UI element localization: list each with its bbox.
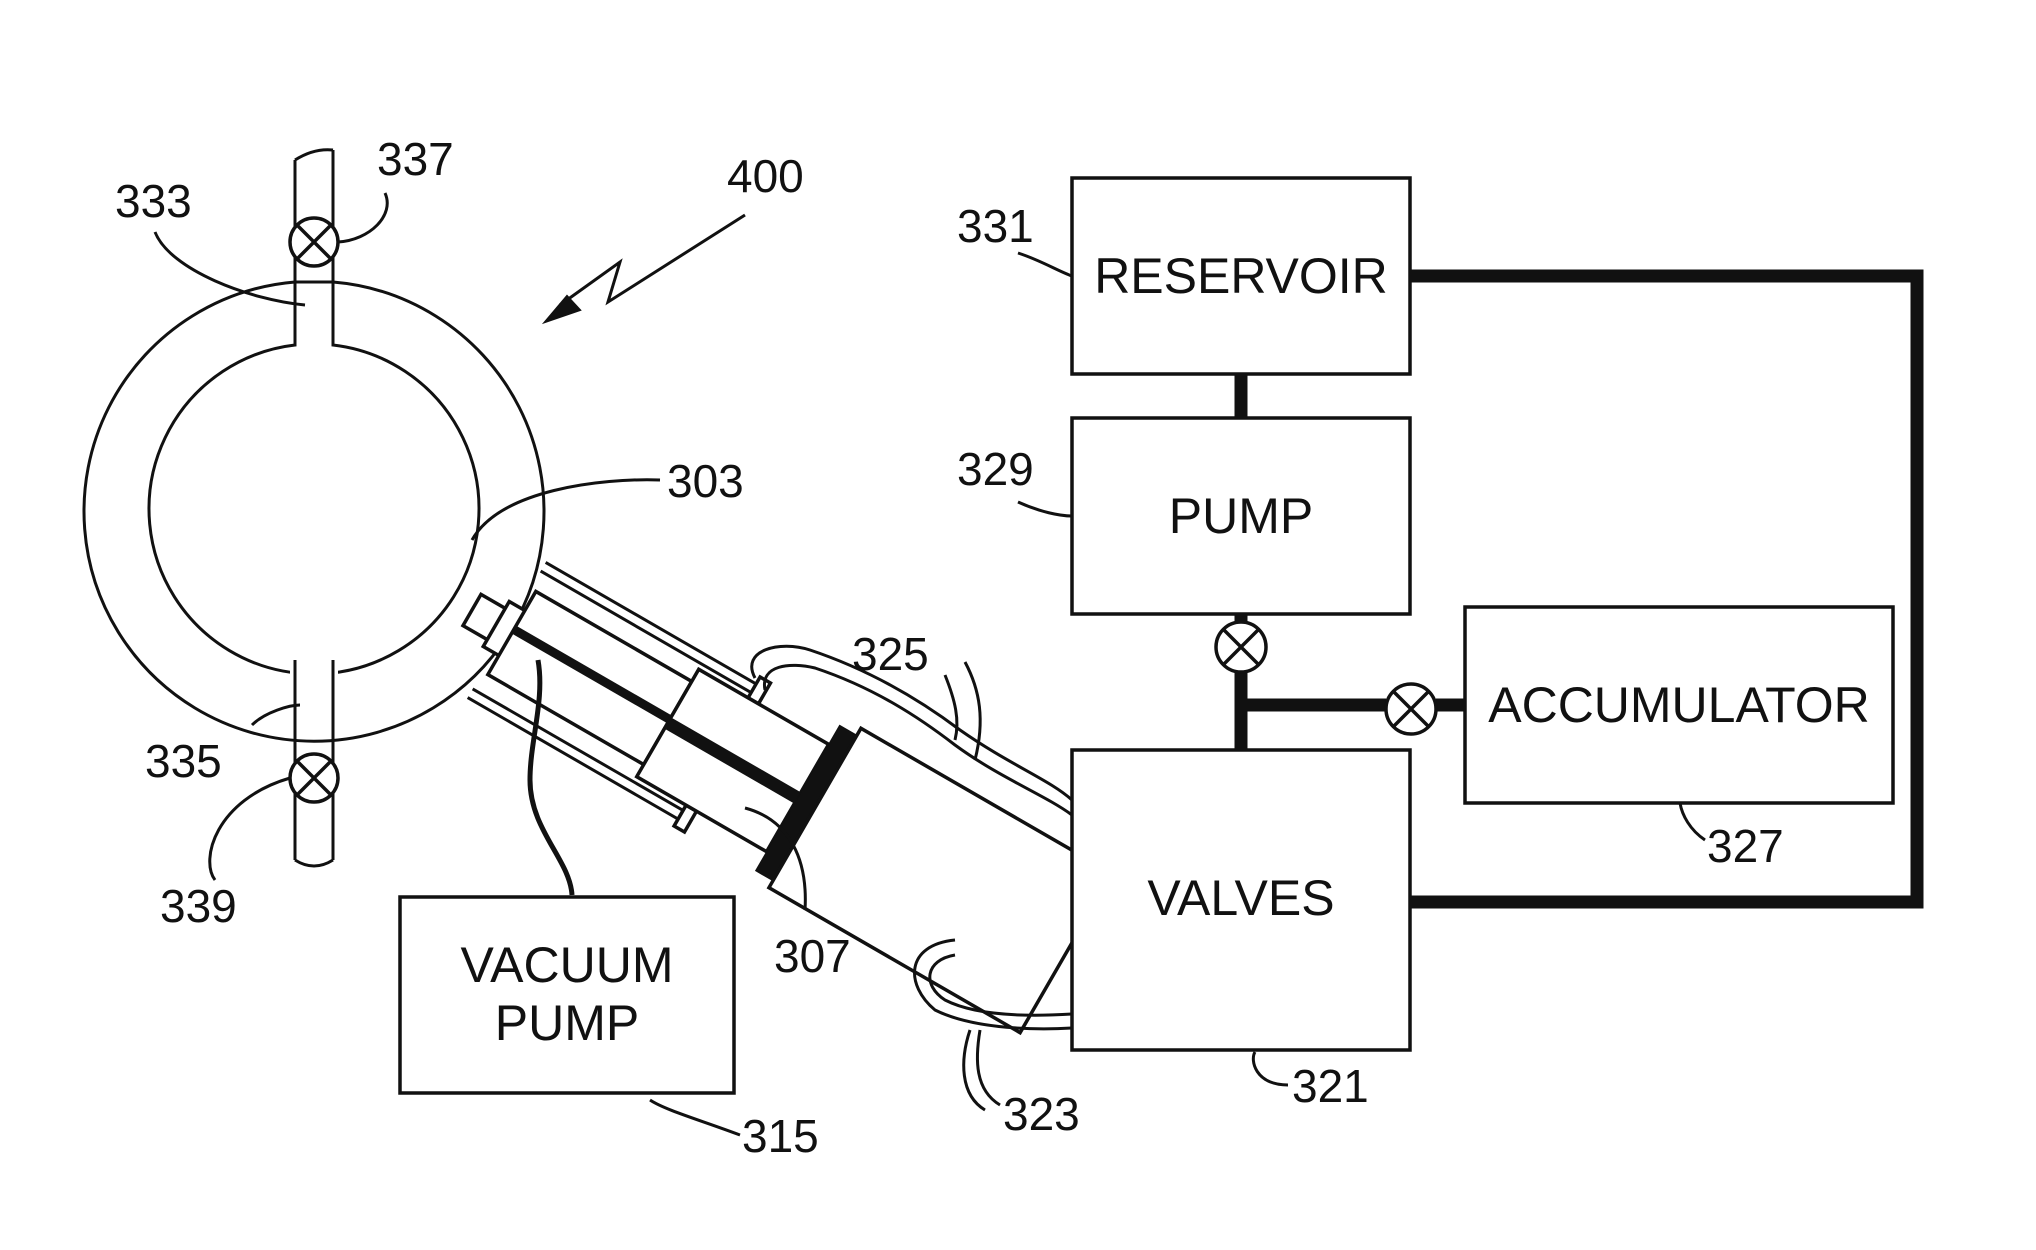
ref-323: 323 (1003, 1088, 1080, 1140)
arrow-icon (545, 215, 745, 322)
ref-333: 333 (115, 175, 192, 227)
pump-label: PUMP (1169, 488, 1313, 544)
ref-307: 307 (774, 930, 851, 982)
vacuum-pump-label-2: PUMP (495, 995, 639, 1051)
ref-335: 335 (145, 735, 222, 787)
vacuum-pump-label-1: VACUUM (461, 937, 674, 993)
valve-icon (290, 218, 338, 266)
ref-321: 321 (1292, 1060, 1369, 1112)
ref-337: 337 (377, 133, 454, 185)
reservoir-label: RESERVOIR (1094, 248, 1388, 304)
ref-327: 327 (1707, 820, 1784, 872)
valve-icon (290, 754, 338, 802)
ref-331: 331 (957, 200, 1034, 252)
accumulator-label: ACCUMULATOR (1488, 677, 1870, 733)
valve-icon (1386, 684, 1436, 734)
ref-400: 400 (727, 150, 804, 202)
ring-inner (149, 282, 479, 674)
ref-339: 339 (160, 880, 237, 932)
ref-329: 329 (957, 443, 1034, 495)
valves-label: VALVES (1147, 870, 1334, 926)
valve-icon (1216, 622, 1266, 672)
ref-325: 325 (852, 628, 929, 680)
ref-315: 315 (742, 1110, 819, 1162)
ref-303: 303 (667, 455, 744, 507)
